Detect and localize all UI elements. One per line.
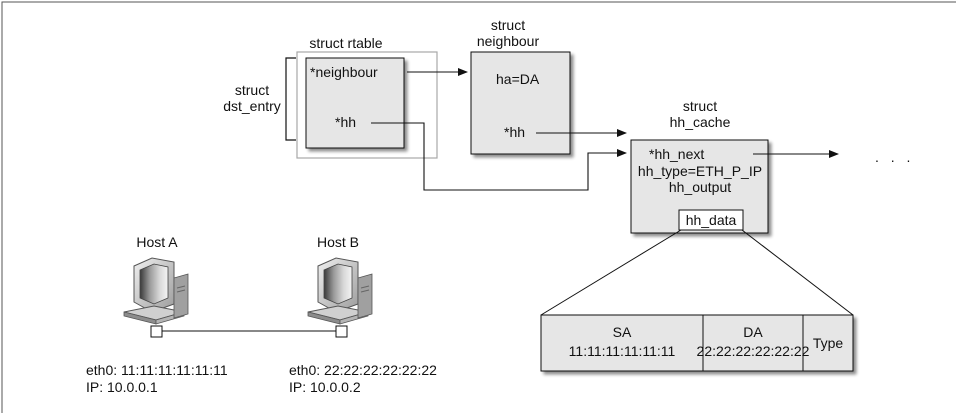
hh-cache-title-2: hh_cache <box>670 114 731 130</box>
neighbour-box <box>470 51 571 155</box>
header-da-value: 22:22:22:22:22:22 <box>697 343 810 359</box>
hh-cache-field-next: *hh_next <box>649 146 704 162</box>
header-sa-label: SA <box>613 324 632 340</box>
rtable-title: struct rtable <box>309 35 382 51</box>
neighbour-field-ha: ha=DA <box>496 71 540 87</box>
computer-icon <box>123 257 189 325</box>
header-da-label: DA <box>743 324 763 340</box>
hh-cache-title-1: struct <box>683 98 717 114</box>
continuation-dots: . . . <box>875 149 914 165</box>
frame-border <box>1 1 956 413</box>
computer-icon <box>307 257 373 325</box>
host-a-eth: eth0: 11:11:11:11:11:11 <box>86 362 228 378</box>
dst-entry-label-2: dst_entry <box>223 98 281 114</box>
neighbour-title-2: neighbour <box>477 33 540 49</box>
host-b-eth: eth0: 22:22:22:22:22:22 <box>289 362 437 378</box>
host-a-port <box>150 325 163 338</box>
hh-cache-field-output: hh_output <box>669 179 731 195</box>
host-b-name: Host B <box>317 234 359 250</box>
header-type-label: Type <box>813 335 844 351</box>
host-a-ip: IP: 10.0.0.1 <box>86 379 158 395</box>
hh-cache-field-data: hh_data <box>686 212 737 228</box>
host-b-ip: IP: 10.0.0.2 <box>289 379 361 395</box>
dst-entry-label-1: struct <box>235 82 269 98</box>
neighbour-field-hh: *hh <box>504 124 525 140</box>
header-table <box>540 314 854 372</box>
rtable-field-hh: *hh <box>335 114 356 130</box>
expand-line-right <box>741 229 854 316</box>
header-sa-value: 11:11:11:11:11:11 <box>569 343 676 359</box>
neighbour-title-1: struct <box>491 17 525 33</box>
dst-entry-box <box>305 57 405 149</box>
expand-line-left <box>540 229 682 316</box>
host-a-name: Host A <box>136 234 178 250</box>
rtable-outline <box>296 51 438 159</box>
arrow-rtable-hh <box>371 122 627 191</box>
hh-data-box <box>678 209 744 231</box>
host-b-port <box>335 325 348 338</box>
hh-cache-field-type: hh_type=ETH_P_IP <box>638 163 762 179</box>
rtable-field-neighbour: *neighbour <box>310 64 378 80</box>
dst-entry-bracket <box>285 57 296 141</box>
